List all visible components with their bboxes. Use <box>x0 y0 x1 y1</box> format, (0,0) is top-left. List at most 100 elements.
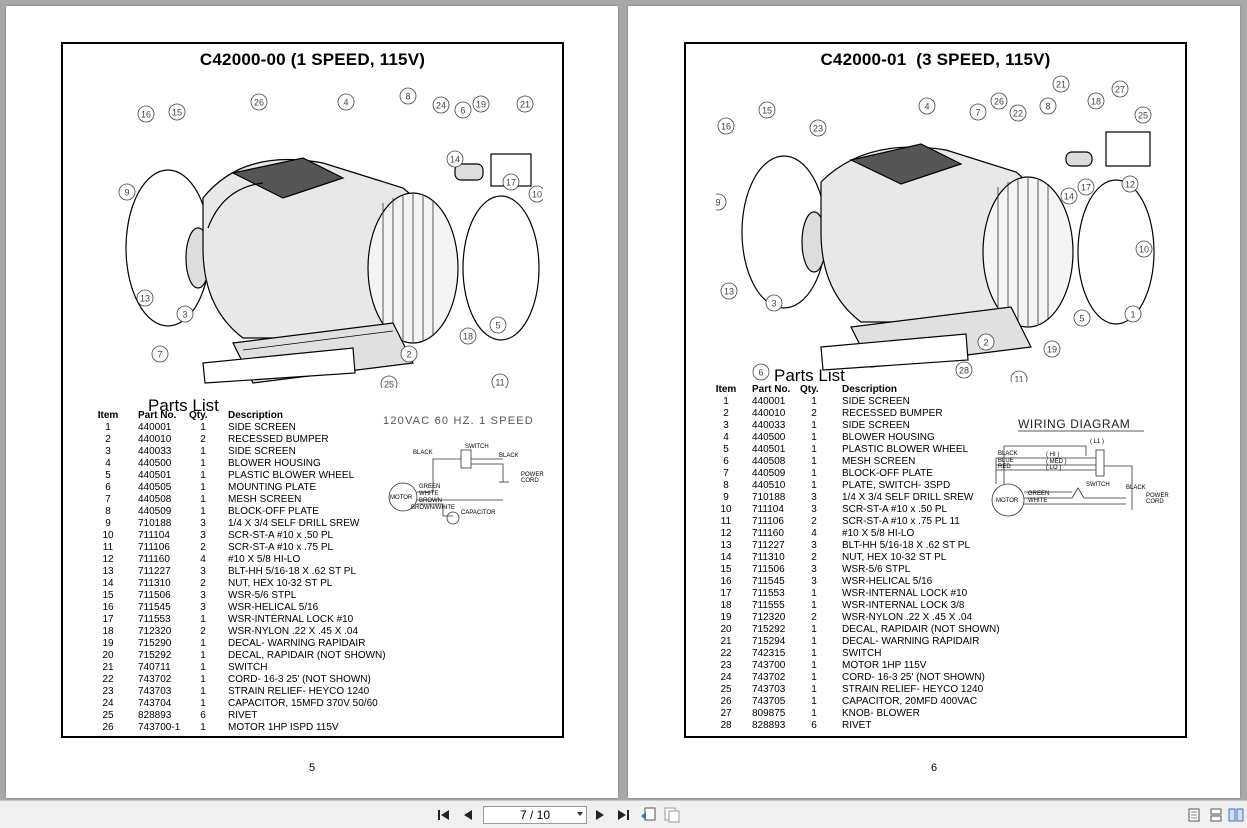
item-number: 18 <box>720 600 732 611</box>
quantity: 1 <box>200 722 206 733</box>
description: WSR-INTERNAL LOCK #10 <box>842 588 968 599</box>
single-page-view-button[interactable] <box>1186 807 1202 823</box>
part-number: 712320 <box>752 612 786 623</box>
part-number: 711106 <box>138 542 170 553</box>
quantity: 1 <box>200 698 206 709</box>
svg-text:RED: RED <box>998 464 1011 470</box>
forward-history-button[interactable] <box>664 807 680 823</box>
callout-bubble: 13 <box>720 282 738 300</box>
callout-number: 15 <box>762 106 772 116</box>
item-number: 22 <box>720 648 732 659</box>
quantity: 1 <box>811 456 817 467</box>
quantity: 1 <box>200 614 206 625</box>
next-page-button[interactable] <box>592 807 608 823</box>
item-number: 22 <box>102 674 114 685</box>
callout-bubble: 23 <box>809 119 827 137</box>
continuous-view-button[interactable] <box>1208 807 1224 823</box>
callout-bubble: 8 <box>1039 97 1057 115</box>
svg-text:SWITCH: SWITCH <box>465 444 489 450</box>
two-page-view-button[interactable] <box>1228 807 1244 823</box>
quantity: 2 <box>811 612 817 623</box>
description: DECAL- WARNING RAPIDAIR <box>842 636 980 647</box>
callout-number: 28 <box>959 366 969 376</box>
description: SIDE SCREEN <box>228 422 296 433</box>
callout-number: 17 <box>506 178 516 188</box>
callout-number: 11 <box>1014 375 1023 383</box>
callout-number: 16 <box>721 122 731 132</box>
description: WSR-NYLON .22 X .45 X .04 <box>842 612 973 623</box>
description: STRAIN RELIEF- HEYCO 1240 <box>842 684 984 695</box>
item-number: 12 <box>102 554 114 565</box>
callout-bubble: 19 <box>472 95 490 113</box>
item-number: 16 <box>102 602 114 613</box>
quantity: 3 <box>200 590 206 601</box>
callout-bubble: 6 <box>752 363 770 381</box>
callout-number: 26 <box>254 98 264 108</box>
callout-bubble: 3 <box>176 305 194 323</box>
description: WSR-5/6 STPL <box>228 590 297 601</box>
svg-text:MOTOR: MOTOR <box>390 495 413 501</box>
item-number: 4 <box>105 458 111 469</box>
callout-number: 11 <box>495 378 504 388</box>
callout-bubble: 10 <box>1135 240 1153 258</box>
description: WSR-HELICAL 5/16 <box>842 576 933 587</box>
page-number-selector[interactable]: 7 / 10 <box>483 806 587 824</box>
item-number: 17 <box>720 588 732 599</box>
callout-number: 3 <box>182 310 187 320</box>
callout-bubble: 21 <box>1052 75 1070 93</box>
item-number: 9 <box>723 492 729 503</box>
svg-text:CORD: CORD <box>521 478 539 484</box>
document-viewer[interactable]: C42000-00 (1 SPEED, 115V) <box>0 0 1247 800</box>
quantity: 2 <box>200 578 206 589</box>
callout-bubble: 17 <box>502 173 520 191</box>
svg-text:WHITE: WHITE <box>419 491 438 497</box>
quantity: 1 <box>811 600 817 611</box>
item-number: 19 <box>102 638 114 649</box>
callout-bubble: 4 <box>337 93 355 111</box>
callout-number: 3 <box>771 299 776 309</box>
item-number: 6 <box>723 456 729 467</box>
item-number: 21 <box>720 636 732 647</box>
exploded-diagram: 1234567891011121314151617181921222325262… <box>716 75 1155 383</box>
callout-bubble: 16 <box>137 105 155 123</box>
part-number: 711555 <box>752 600 785 611</box>
page-title: C42000-01 (3 SPEED, 115V) <box>820 50 1051 69</box>
quantity: 1 <box>200 686 206 697</box>
back-history-button[interactable] <box>640 807 656 823</box>
description: CORD- 16-3 25' (NOT SHOWN) <box>228 674 371 685</box>
description: CORD- 16-3 25' (NOT SHOWN) <box>842 672 985 683</box>
part-number: 743702 <box>752 672 786 683</box>
part-number: 711553 <box>138 614 171 625</box>
part-number: 715292 <box>752 624 786 635</box>
col-desc: Description <box>228 410 284 421</box>
wiring-diagram: WIRING DIAGRAM ( L1 ) BLACK BLUE RED ( H… <box>991 418 1169 517</box>
svg-text:CORD: CORD <box>1146 499 1164 505</box>
item-number: 11 <box>720 516 732 527</box>
description: BLOCK-OFF PLATE <box>228 506 319 517</box>
last-page-button[interactable] <box>615 807 631 823</box>
callout-number: 26 <box>994 97 1004 107</box>
callout-number: 2 <box>983 338 988 348</box>
item-number: 4 <box>723 432 729 443</box>
callout-bubble: 18 <box>459 327 477 345</box>
exploded-diagram: 123456789101112131415161718192123242526 <box>118 87 543 388</box>
callout-bubble: 3 <box>765 294 783 312</box>
svg-text:CAPACITOR: CAPACITOR <box>461 510 496 516</box>
description: MOTOR 1HP 115V <box>842 660 927 671</box>
part-number: 740711 <box>138 662 171 673</box>
quantity: 1 <box>200 674 206 685</box>
first-page-button[interactable] <box>436 807 452 823</box>
quantity: 2 <box>811 552 817 563</box>
part-number: 715294 <box>752 636 786 647</box>
quantity: 3 <box>811 540 817 551</box>
callout-number: 15 <box>172 108 182 118</box>
col-part: Part No. <box>752 384 791 395</box>
description: MESH SCREEN <box>842 456 916 467</box>
previous-page-button[interactable] <box>460 807 476 823</box>
svg-text:SWITCH: SWITCH <box>1086 482 1110 488</box>
description: RECESSED BUMPER <box>842 408 943 419</box>
history-forward-icon <box>664 807 680 823</box>
page-number: 6 <box>930 762 938 774</box>
item-number: 19 <box>720 612 732 623</box>
